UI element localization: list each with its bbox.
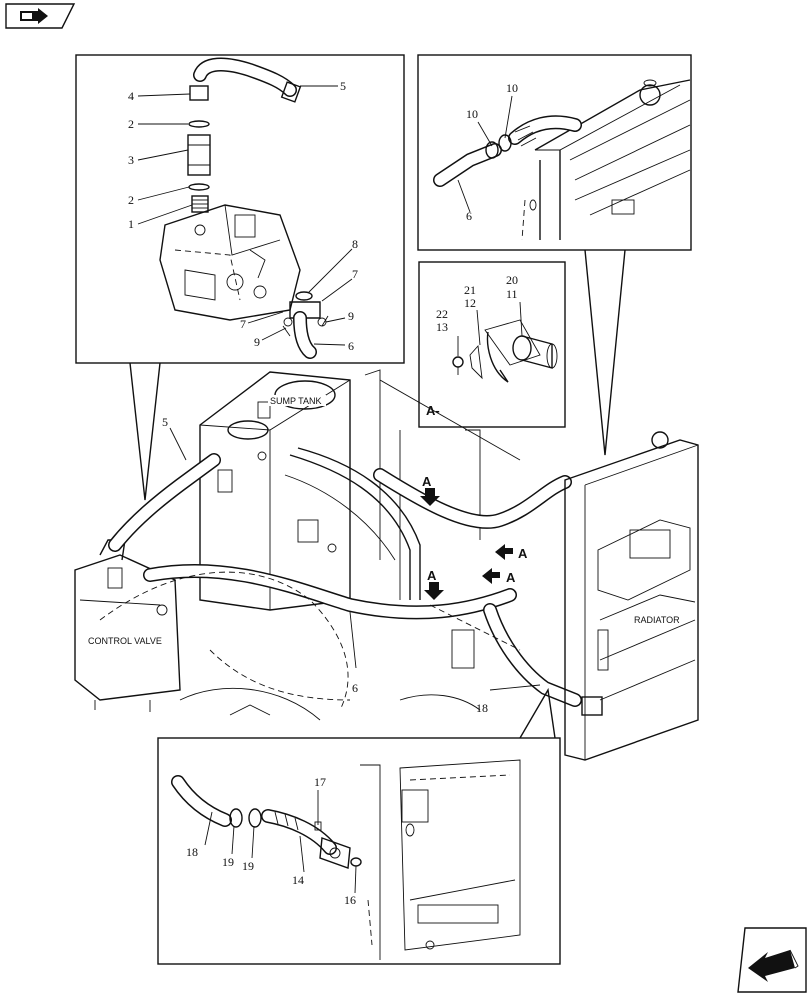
detail-box-radiator-lower (157, 737, 561, 965)
callout-18: 18 (186, 845, 198, 859)
callout-3: 3 (128, 153, 134, 167)
callouts-box1 (137, 85, 353, 346)
view-arrow-a-4 (424, 582, 444, 600)
callout-7: 7 (352, 267, 358, 281)
callout-5: 5 (162, 415, 168, 429)
callout-21: 21 (464, 283, 476, 297)
callout-10: 10 (466, 107, 478, 121)
callout-4: 4 (128, 89, 134, 103)
label-radiator: RADIATOR (634, 615, 680, 625)
callout-6: 6 (466, 209, 472, 223)
callout-22: 22 (436, 307, 448, 321)
book-arrow-icon[interactable] (5, 3, 76, 29)
callout-2: 2 (128, 117, 134, 131)
view-arrow-a-1 (420, 488, 440, 506)
label-sump-tank: SUMP TANK (270, 396, 322, 406)
callout-18: 18 (476, 701, 488, 715)
arrow-label-a: A (506, 570, 516, 585)
callout-11: 11 (506, 287, 518, 301)
callout-16: 16 (344, 893, 356, 907)
arrow-label-a: A (422, 474, 432, 489)
label-control-valve: CONTROL VALVE (88, 636, 162, 646)
callout-6: 6 (348, 339, 354, 353)
callout-19: 19 (222, 855, 234, 869)
callout-6: 6 (352, 681, 358, 695)
callout-13: 13 (436, 320, 448, 334)
main-assembly (74, 369, 699, 761)
arrow-label-a: A (427, 568, 437, 583)
back-arrow-icon[interactable] (737, 927, 807, 993)
callout-10: 10 (506, 81, 518, 95)
arrow-label-a: A (518, 546, 528, 561)
detail-box-section-a (418, 261, 566, 428)
callout-12: 12 (464, 296, 476, 310)
view-arrow-a-3 (482, 568, 500, 584)
view-arrow-a-2 (495, 544, 513, 560)
callout-9: 9 (348, 309, 354, 323)
callout-5: 5 (340, 79, 346, 93)
detail-box-valve (75, 54, 405, 364)
callout-14: 14 (292, 873, 304, 887)
callout-9: 9 (254, 335, 260, 349)
callout-8: 8 (352, 237, 358, 251)
callout-17: 17 (314, 775, 326, 789)
callout-7: 7 (240, 317, 246, 331)
detail-box-radiator-top (417, 54, 692, 251)
callout-1: 1 (128, 217, 134, 231)
callout-20: 20 (506, 273, 518, 287)
callout-19: 19 (242, 859, 254, 873)
callout-2: 2 (128, 193, 134, 207)
